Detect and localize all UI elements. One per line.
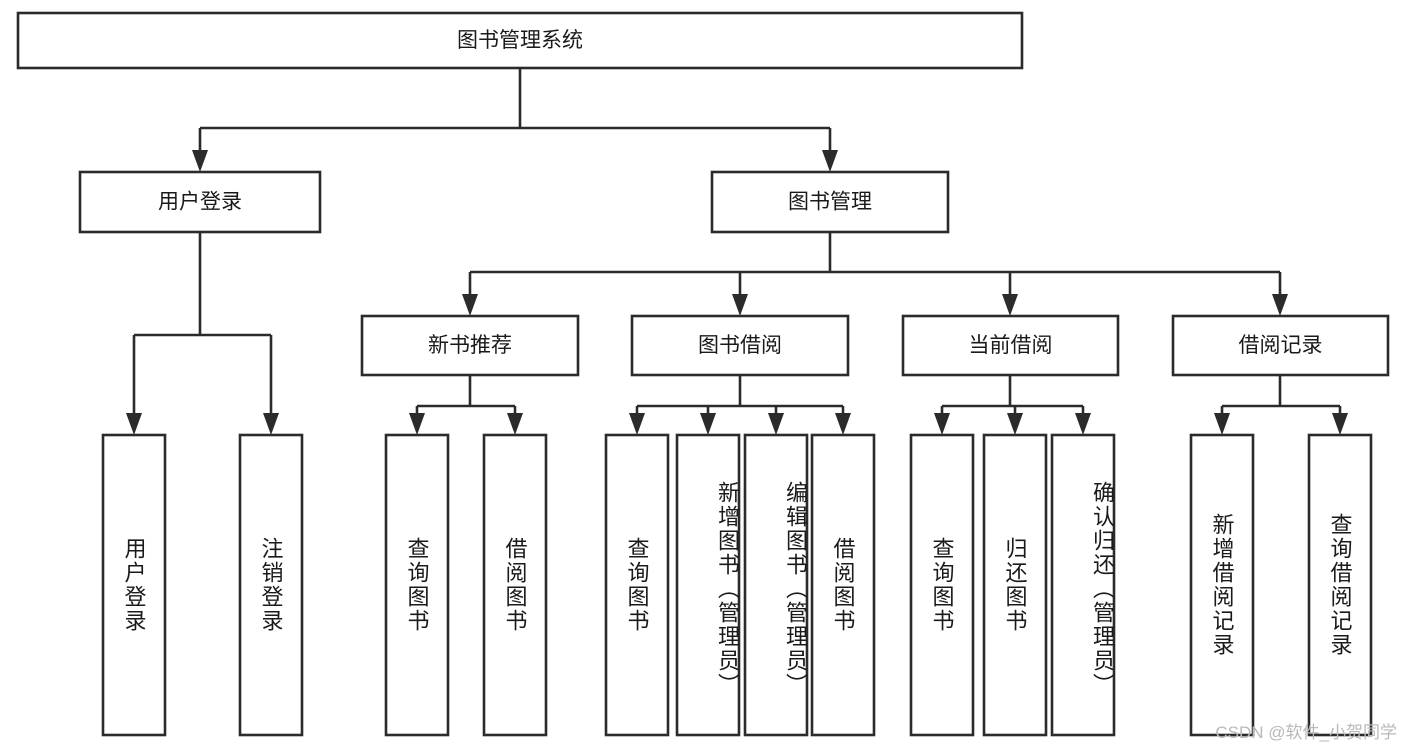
arrow-head-level3_book_borrow-0 [629, 413, 645, 435]
node-box-leaf-borrow-book[interactable] [810, 433, 876, 737]
node-box-book-management[interactable] [710, 170, 950, 234]
node-label-new-book-recommend: 新书推荐 [428, 334, 512, 357]
node-box-leaf-logout[interactable] [238, 433, 304, 737]
arrow-head-root_to_level2-0 [192, 150, 208, 172]
node-box-leaf-add-book-admin[interactable] [675, 433, 741, 737]
arrow-head-level3_borrow_record-0 [1214, 413, 1230, 435]
arrow-head-level3_book_borrow-3 [835, 413, 851, 435]
node-box-leaf-query-book-current[interactable] [909, 433, 975, 737]
arrow-head-level2_book_management-0 [462, 294, 478, 316]
node-box-leaf-return-book[interactable] [982, 433, 1048, 737]
node-box-leaf-add-borrow-record[interactable] [1189, 433, 1255, 737]
arrow-head-level3_current_borrow-1 [1007, 413, 1023, 435]
arrow-head-level2_user_login-1 [263, 413, 279, 435]
node-box-book-borrow[interactable] [630, 314, 850, 377]
arrow-head-level3_current_borrow-2 [1075, 413, 1091, 435]
node-box-leaf-query-borrow-record[interactable] [1307, 433, 1373, 737]
node-box-user-login[interactable] [78, 170, 322, 234]
node-label-book-management: 图书管理 [788, 191, 872, 214]
node-box-leaf-query-book-recommend[interactable] [384, 433, 450, 737]
node-label-book-borrow: 图书借阅 [698, 334, 782, 357]
node-box-leaf-confirm-return-admin[interactable] [1050, 433, 1116, 737]
node-box-leaf-borrow-book-recommend[interactable] [482, 433, 548, 737]
arrow-head-level3_book_borrow-2 [768, 413, 784, 435]
node-label-borrow-record: 借阅记录 [1239, 334, 1323, 357]
node-label-current-borrow: 当前借阅 [969, 334, 1053, 357]
node-box-new-book-recommend[interactable] [360, 314, 580, 377]
node-box-borrow-record[interactable] [1171, 314, 1390, 377]
connectors-layer [126, 68, 1348, 435]
arrow-head-level3_book_borrow-1 [700, 413, 716, 435]
node-box-current-borrow[interactable] [901, 314, 1120, 377]
arrow-head-level2_book_management-1 [732, 294, 748, 316]
node-label-user-login: 用户登录 [158, 191, 242, 214]
node-box-leaf-user-login[interactable] [101, 433, 167, 737]
arrow-head-level2_book_management-2 [1002, 294, 1018, 316]
node-box-leaf-edit-book-admin[interactable] [743, 433, 809, 737]
node-box-leaf-query-book-borrow[interactable] [604, 433, 670, 737]
arrow-head-level2_book_management-3 [1272, 294, 1288, 316]
arrow-head-root_to_level2-1 [822, 150, 838, 172]
boxes-layer [16, 11, 1390, 737]
arrow-head-level3_borrow_record-1 [1332, 413, 1348, 435]
arrow-head-level3_new_book_recommend-1 [507, 413, 523, 435]
arrow-head-level3_new_book_recommend-0 [409, 413, 425, 435]
arrow-head-level2_user_login-0 [126, 413, 142, 435]
node-box-root[interactable] [16, 11, 1024, 70]
arrow-head-level3_current_borrow-0 [934, 413, 950, 435]
node-label-root: 图书管理系统 [457, 29, 583, 52]
csdn-watermark: CSDN @软件_小贺同学 [1215, 723, 1397, 742]
